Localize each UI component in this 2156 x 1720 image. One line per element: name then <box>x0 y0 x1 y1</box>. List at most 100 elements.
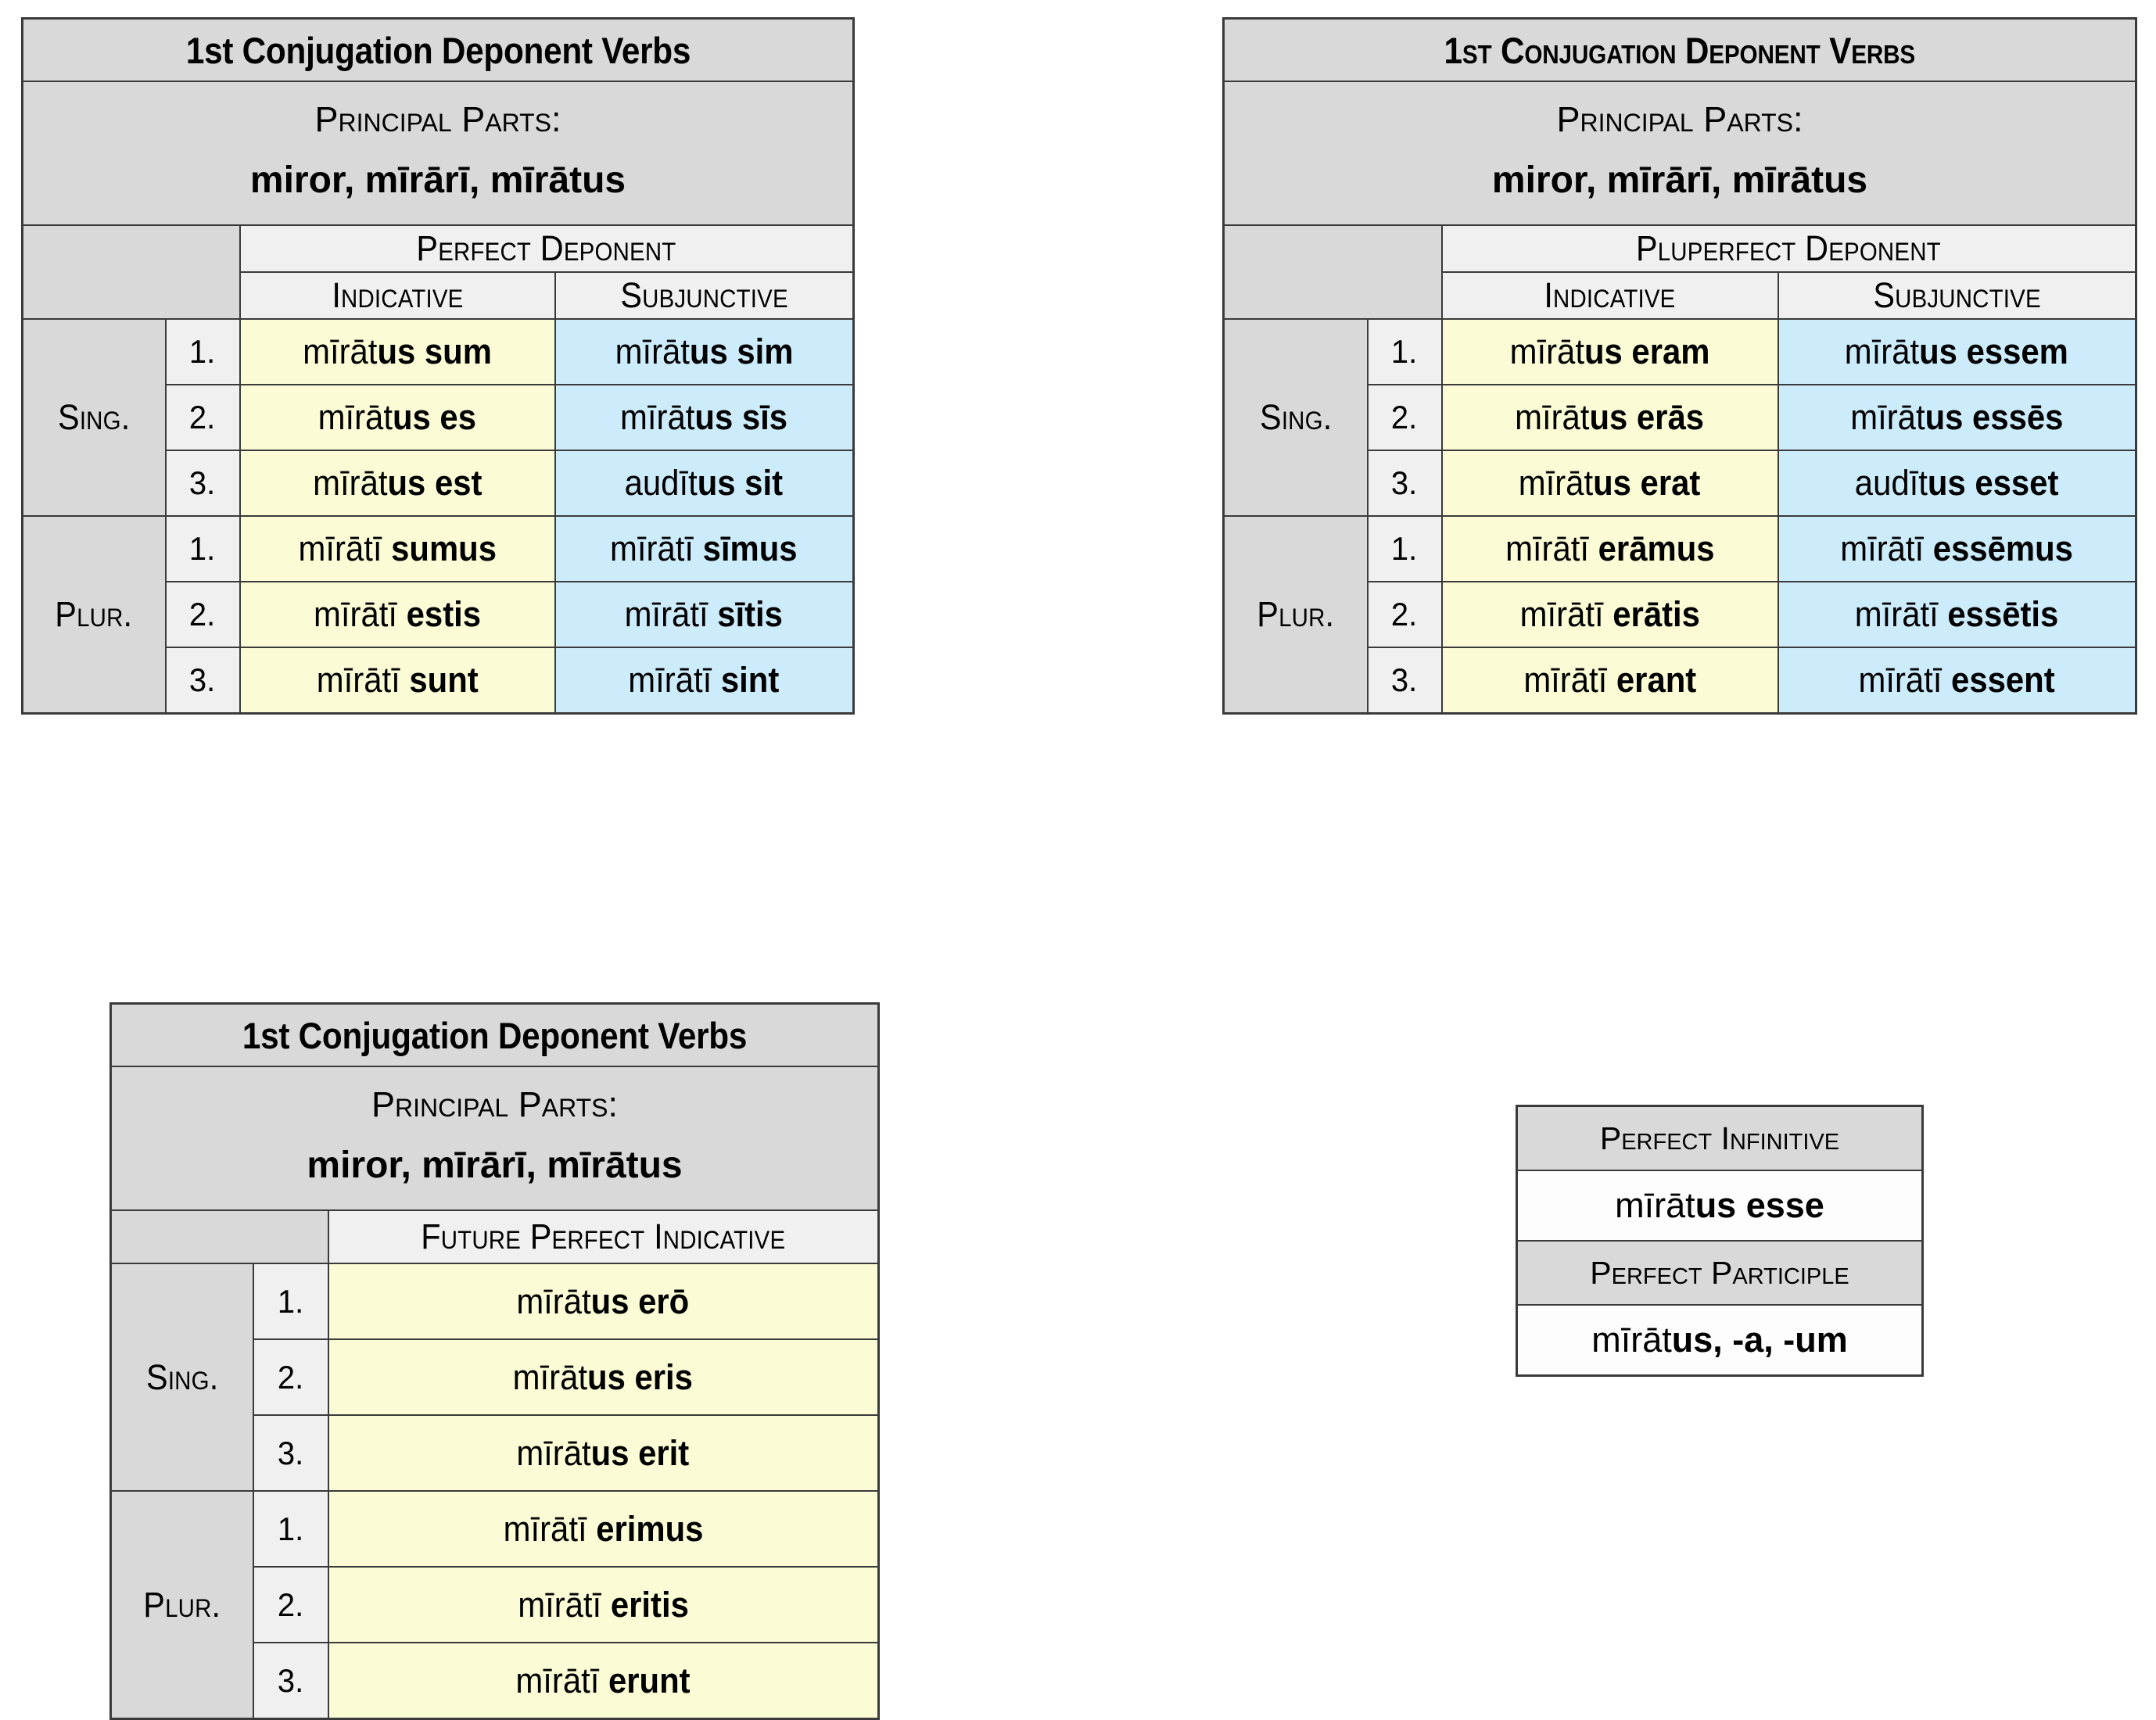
principal-parts-cell: Principal Parts: miror, mīrārī, mīrātus <box>1222 80 2137 227</box>
person-number-cell: 1. <box>164 318 241 386</box>
indicative-ending: us erat <box>1593 463 1701 503</box>
indicative-header: Indicative <box>1544 275 1676 316</box>
subjunctive-ending: sīmus <box>703 529 798 569</box>
indicative-ending: estis <box>406 594 481 635</box>
person-number-cell: 2. <box>252 1338 329 1417</box>
subjunctive-stem: mīrāt <box>620 397 695 438</box>
indicative-stem: mīrātī <box>503 1508 596 1549</box>
subjunctive-header-cell: Subjunctive <box>1777 271 2137 321</box>
table-title-cell: 1st Conjugation Deponent Verbs <box>21 17 855 82</box>
indicative-ending: erimus <box>595 1508 704 1549</box>
principal-parts-row: Principal Parts: miror, mīrārī, mīrātus <box>109 1065 880 1212</box>
table-row: Sing. 1. mīrātus sum mīrātus sim <box>21 318 855 518</box>
principal-parts-row: Principal Parts: miror, mīrārī, mīrātus <box>21 80 855 227</box>
indicative-form-cell: mīrātus sum <box>239 318 556 386</box>
perfect-participle-value-cell: mīrātus, -a, -um <box>1516 1304 1924 1377</box>
table-row: Plur. 1. mīrātī erimus <box>109 1490 880 1720</box>
indicative-stem: mīrātī <box>515 1660 609 1700</box>
indicative-form-cell: mīrātus erō <box>327 1263 880 1341</box>
table-title-cell: 1st Conjugation Deponent Verbs <box>1222 17 2137 82</box>
table-row: 2. mīrātī erātis mīrātī essētis <box>1224 581 2137 649</box>
table-title-row: 1st Conjugation Deponent Verbs <box>1222 17 2137 82</box>
indicative-form-cell: mīrātī estis <box>239 581 556 649</box>
person-number: 1. <box>277 1282 304 1320</box>
person-number-cell: 1. <box>252 1490 329 1568</box>
perfect-infinitive-header-cell: Perfect Infinitive <box>1516 1105 1924 1171</box>
subjunctive-stem: audīt <box>1854 463 1928 503</box>
tense-header-row: Future Perfect Indicative <box>109 1209 880 1265</box>
principal-parts-forms: miror, mīrārī, mīrātus <box>1491 159 1868 201</box>
tense-header-cell: Pluperfect Deponent <box>1440 224 2137 274</box>
perfect-infinitive-stem: mīrāt <box>1615 1185 1695 1225</box>
subjunctive-ending: essēmus <box>1932 529 2074 569</box>
person-number-cell: 1. <box>1366 318 1443 386</box>
table-row: 3. mīrātus erat audītus esset <box>1224 450 2137 518</box>
table-row: 2. mīrātī estis mīrātī sītis <box>23 581 855 649</box>
table-row: Sing. 1. mīrātus erō <box>109 1263 880 1492</box>
person-number: 2. <box>1391 399 1418 436</box>
group-label-plur: Plur. <box>143 1584 221 1625</box>
person-number-cell: 3. <box>1366 647 1443 715</box>
indicative-stem: mīrātī <box>298 529 391 569</box>
subjunctive-stem: mīrātī <box>1840 529 1933 569</box>
indicative-header-cell: Indicative <box>1440 271 1779 321</box>
tense-header-cell: Future Perfect Indicative <box>327 1209 880 1265</box>
subjunctive-stem: mīrātī <box>1854 594 1948 635</box>
subjunctive-form-cell: mīrātī sint <box>554 647 855 715</box>
table-row: 2. mīrātus erās mīrātus essēs <box>1224 384 2137 452</box>
principal-parts-cell: Principal Parts: miror, mīrārī, mīrātus <box>21 80 855 227</box>
table-row: Plur. 1. mīrātī sumus mīrātī sīmus <box>21 515 855 715</box>
person-number-cell: 3. <box>252 1642 329 1720</box>
indicative-ending: eritis <box>610 1584 689 1625</box>
participle-value-row: mīrātus, -a, -um <box>1516 1304 1924 1377</box>
indicative-ending: us erās <box>1589 397 1705 438</box>
subjunctive-form-cell: mīrātus sīs <box>554 384 855 452</box>
participle-header-row: Perfect Participle <box>1516 1240 1924 1306</box>
table-title: 1st Conjugation Deponent Verbs <box>242 1014 748 1056</box>
group-label-sing: Sing. <box>1259 397 1332 438</box>
indicative-ending: erant <box>1616 660 1696 701</box>
indicative-stem: mīrātī <box>1523 660 1616 701</box>
subjunctive-ending: us essem <box>1919 331 2069 372</box>
subjunctive-ending: us sim <box>689 331 794 372</box>
corner-spacer-cell <box>1222 224 1443 321</box>
person-number-cell: 3. <box>164 450 241 518</box>
person-number: 3. <box>189 464 216 502</box>
indicative-stem: mīrātī <box>1505 529 1598 569</box>
subjunctive-form-cell: audītus esset <box>1777 450 2137 518</box>
group-label-sing-cell: Sing. <box>109 1263 254 1492</box>
group-label-sing-cell: Sing. <box>1222 318 1369 518</box>
future-perfect-indicative-table: 1st Conjugation Deponent Verbs Principal… <box>109 1002 880 1720</box>
person-number-cell: 3. <box>1366 450 1443 518</box>
indicative-form-cell: mīrātus eris <box>327 1338 880 1417</box>
tense-header-row: Perfect Deponent <box>21 224 855 321</box>
principal-parts-forms: miror, mīrārī, mīrātus <box>249 159 626 201</box>
indicative-stem: mīrāt <box>516 1432 592 1473</box>
person-number: 1. <box>1391 530 1418 568</box>
subjunctive-ending: essent <box>1951 660 2055 701</box>
indicative-stem: mīrātī <box>316 660 410 701</box>
indicative-stem: mīrāt <box>317 397 393 438</box>
subjunctive-form-cell: mīrātus essem <box>1777 318 2137 386</box>
tense-header: Pluperfect Deponent <box>1636 228 1942 269</box>
nonfinite-forms-table: Perfect Infinitive mīrātus esse Perfect … <box>1516 1105 1924 1377</box>
table-title-cell: 1st Conjugation Deponent Verbs <box>109 1002 880 1067</box>
corner-spacer-cell <box>109 1209 329 1265</box>
indicative-form-cell: mīrātī eritis <box>327 1566 880 1644</box>
tense-header: Perfect Deponent <box>416 228 676 269</box>
indicative-header: Indicative <box>331 275 464 316</box>
indicative-ending: sunt <box>409 660 479 701</box>
indicative-form-cell: mīrātus eram <box>1440 318 1779 386</box>
subjunctive-ending: essētis <box>1947 594 2059 635</box>
table-row: 3. mīrātī erant mīrātī essent <box>1224 647 2137 715</box>
indicative-ending: us es <box>393 397 477 438</box>
subjunctive-form-cell: mīrātus essēs <box>1777 384 2137 452</box>
indicative-stem: mīrāt <box>303 331 378 372</box>
person-number: 3. <box>277 1661 304 1699</box>
indicative-form-cell: mīrātus erat <box>1440 450 1779 518</box>
indicative-ending: sumus <box>390 529 497 569</box>
perfect-deponent-table: 1st Conjugation Deponent Verbs Principal… <box>21 17 855 715</box>
subjunctive-stem: mīrātī <box>1858 660 1952 701</box>
person-number-cell: 2. <box>1366 581 1443 649</box>
subjunctive-form-cell: audītus sit <box>554 450 855 518</box>
